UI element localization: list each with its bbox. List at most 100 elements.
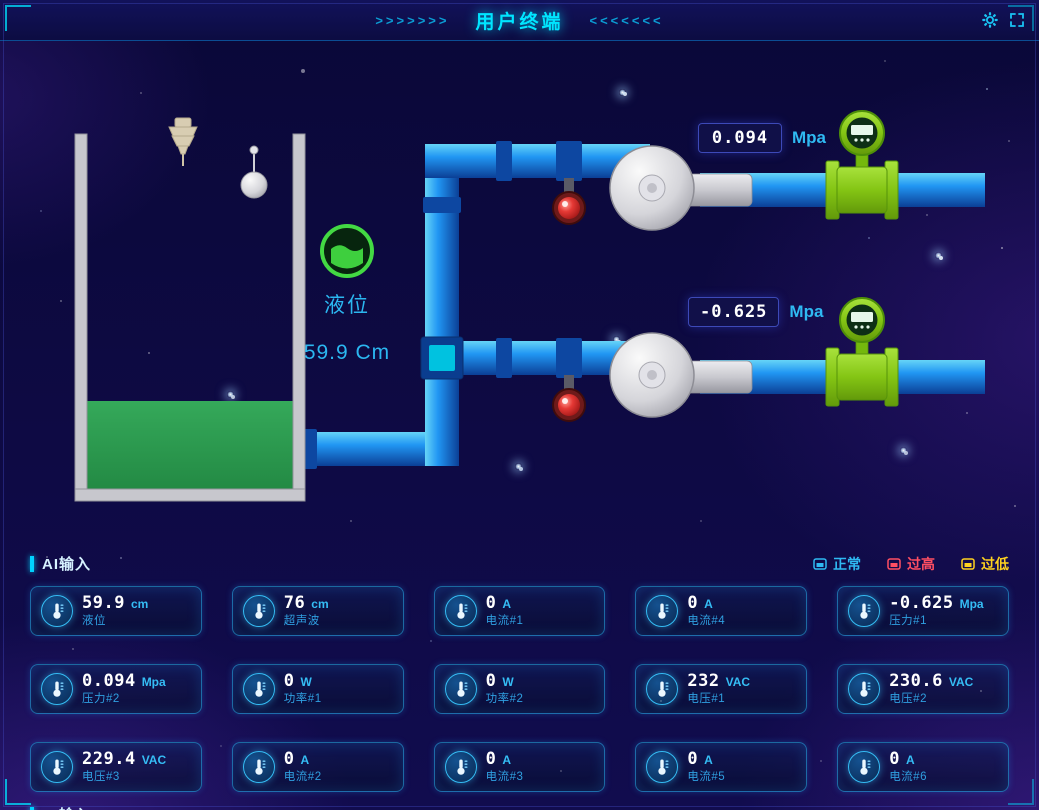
card-value: 0 — [687, 593, 699, 614]
legend-item: 过高 — [887, 554, 935, 574]
card-unit: VAC — [141, 753, 167, 768]
star-glow — [935, 252, 942, 259]
status-high-icon — [887, 557, 901, 570]
card-value: 232 — [687, 671, 720, 692]
fullscreen-icon[interactable] — [1009, 12, 1025, 28]
ai-card[interactable]: 232 VAC 电压#1 — [635, 664, 808, 714]
card-unit: W — [300, 675, 312, 690]
ai-title-text: AI输入 — [42, 556, 92, 573]
card-value: 0 — [283, 671, 295, 692]
tee-junction — [420, 336, 464, 380]
card-value: 230.6 — [889, 671, 943, 692]
card-unit: Mpa — [959, 597, 984, 612]
card-unit: cm — [130, 597, 149, 612]
thermometer-icon — [242, 751, 275, 783]
card-text: -0.625 Mpa 压力#1 — [889, 593, 983, 628]
thermometer-icon — [444, 673, 477, 705]
float-sensor-icon — [240, 145, 268, 199]
star-glow — [227, 391, 234, 398]
ai-card[interactable]: 0 A 电流#3 — [433, 742, 606, 792]
card-unit: W — [502, 675, 514, 690]
card-text: 0 W 功率#2 — [486, 671, 524, 706]
card-text: 0 A 电流#5 — [687, 749, 725, 784]
legend-label-low: 过低 — [981, 555, 1009, 572]
ai-card[interactable]: 0 A 电流#1 — [433, 586, 606, 636]
thermometer-icon — [646, 595, 679, 627]
ai-input-section: AI输入 正常 过高 — [0, 541, 1039, 792]
status-low-icon — [961, 557, 975, 570]
card-unit: A — [502, 753, 512, 768]
card-text: 0 A 电流#1 — [486, 593, 524, 628]
card-label: 电压#1 — [687, 693, 726, 706]
ai-card[interactable]: 0 W 功率#1 — [231, 664, 404, 714]
storage-tank — [74, 133, 306, 502]
card-value: 229.4 — [82, 749, 136, 770]
ai-section-header: AI输入 正常 过高 — [0, 541, 1039, 584]
card-label: 功率#2 — [485, 693, 524, 706]
card-label: 电流#6 — [889, 771, 927, 784]
card-unit: A — [704, 753, 713, 768]
thermometer-icon — [646, 751, 679, 783]
ai-card[interactable]: 229.4 VAC 电压#3 — [30, 742, 202, 792]
left-chevrons: >>>>>>> — [375, 12, 450, 28]
ai-card[interactable]: 0 W 功率#2 — [433, 664, 606, 714]
card-text: 0 A 电流#3 — [486, 749, 524, 784]
indicator-light-2 — [552, 375, 586, 422]
card-label: 电流#3 — [485, 771, 524, 784]
ai-card[interactable]: 0 A 电流#5 — [635, 742, 808, 792]
card-value: 0 — [485, 749, 497, 770]
ai-card[interactable]: 0 A 电流#4 — [635, 586, 808, 636]
pump-1 — [609, 145, 753, 231]
card-value: 59.9 — [82, 593, 125, 614]
ai-card[interactable]: 0 A 电流#6 — [837, 742, 1009, 792]
di-input-section: DI输入 — [0, 792, 1039, 810]
card-value: 76 — [283, 593, 306, 614]
card-label: 电压#2 — [889, 693, 927, 706]
thermometer-icon — [242, 595, 275, 627]
radar-level-sensor-icon — [168, 117, 198, 166]
card-value: -0.625 — [889, 593, 954, 614]
ai-card[interactable]: -0.625 Mpa 压力#1 — [837, 586, 1009, 636]
card-text: 0 A 电流#4 — [687, 593, 725, 628]
star-glow — [613, 336, 620, 343]
card-value: 0 — [889, 749, 900, 770]
pump-2 — [609, 332, 753, 418]
card-text: 59.9 cm 液位 — [82, 593, 148, 628]
flow-meter-1 — [825, 110, 899, 220]
status-legend: 正常 过高 过低 — [813, 554, 1009, 574]
pressure-unit-2: Mpa — [789, 302, 824, 321]
thermometer-icon — [444, 595, 477, 627]
ai-card[interactable]: 0.094 Mpa 压力#2 — [30, 664, 202, 714]
thermometer-icon — [41, 751, 73, 783]
ai-card[interactable]: 76 cm 超声波 — [231, 586, 404, 636]
card-text: 0 W 功率#1 — [284, 671, 322, 706]
process-scene — [74, 110, 985, 502]
settings-icon[interactable] — [982, 12, 998, 28]
legend-label-high: 过高 — [907, 555, 935, 572]
thermometer-icon — [41, 673, 73, 705]
card-unit: VAC — [725, 675, 751, 690]
level-readout: 液位 59.9 Cm — [267, 289, 427, 365]
pressure-value-2: -0.625 — [688, 297, 780, 327]
card-text: 0 A 电流#6 — [889, 749, 927, 784]
card-text: 76 cm 超声波 — [284, 593, 329, 628]
card-label: 电流#5 — [687, 771, 726, 784]
tank-liquid — [87, 401, 293, 489]
right-chevrons: <<<<<<< — [589, 12, 664, 28]
card-label: 电流#2 — [283, 771, 322, 784]
header-icon-group — [982, 0, 1025, 40]
ai-card[interactable]: 230.6 VAC 电压#2 — [837, 664, 1009, 714]
di-section-title: DI输入 — [30, 804, 91, 810]
card-label: 液位 — [82, 615, 106, 628]
card-text: 0 A 电流#2 — [284, 749, 322, 784]
ai-card[interactable]: 0 A 电流#2 — [231, 742, 404, 792]
card-unit: A — [905, 753, 915, 768]
ai-card[interactable]: 59.9 cm 液位 — [30, 586, 202, 636]
thermometer-icon — [242, 673, 275, 705]
card-unit: A — [704, 597, 713, 612]
card-label: 功率#1 — [283, 693, 322, 706]
title-accent-bar — [30, 555, 34, 572]
thermometer-icon — [41, 595, 73, 627]
star-glow — [900, 447, 907, 454]
card-label: 压力#2 — [82, 693, 120, 706]
